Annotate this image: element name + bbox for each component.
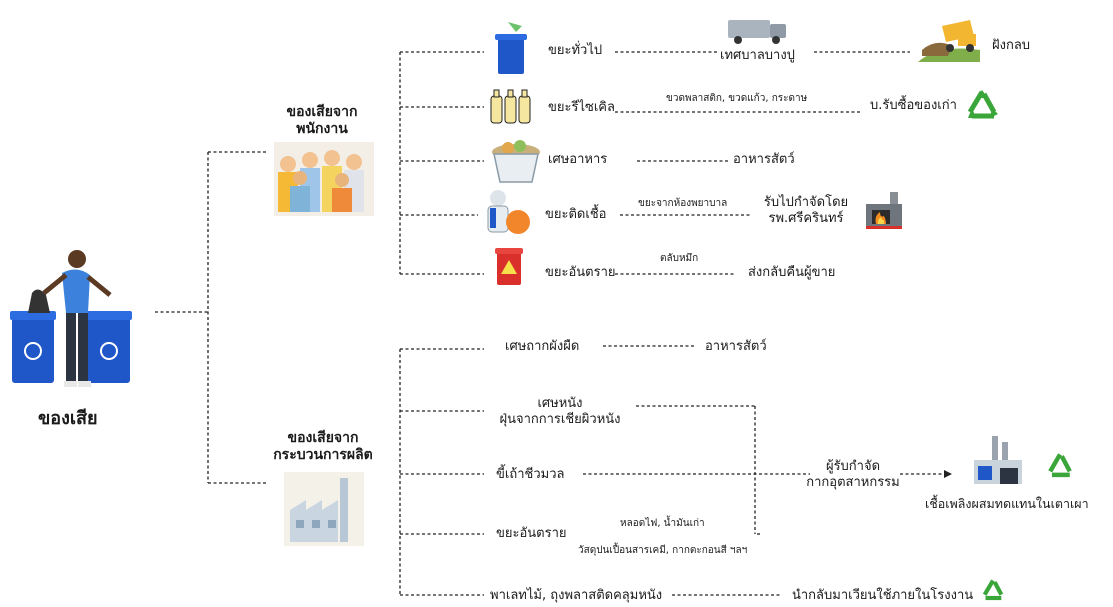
person-with-bins-illustration [10, 245, 140, 393]
recycle-icon-small [978, 578, 1008, 603]
branch-staff-label: ของเสียจาก พนักงาน [286, 104, 358, 137]
staff-item-infectious: ขยะติดเชื้อ [545, 207, 607, 222]
prod-item-biomass-ash: ขี้เถ้าชีวมวล [496, 467, 565, 482]
power-plant-icon [970, 432, 1026, 488]
prod-item-hazardous: ขยะอันตราย [496, 526, 567, 541]
hazmat-worker-icon [480, 188, 532, 238]
red-bin-icon [494, 246, 524, 286]
food-waste-bin-icon [488, 138, 544, 184]
staff-item-infectious-note: ขยะจากห้องพยาบาล [638, 198, 728, 209]
staff-item-food-dest: อาหารสัตว์ [733, 152, 795, 167]
merge-label: ผู้รับกำจัด กากอุตสาหกรรม [806, 459, 900, 490]
recycle-icon-right [1044, 451, 1076, 481]
staff-item-food: เศษอาหาร [548, 152, 608, 167]
prod-item-hazardous-note-bottom: วัสดุปนเปื้อนสารเคมี, กากตะกอนสี ฯลฯ [578, 545, 748, 556]
staff-item-hazardous: ขยะอันตราย [545, 265, 616, 280]
merge-dest: เชื้อเพลิงผสมทดแทนในเตาเผา [925, 496, 1089, 511]
landfill-truck-icon [918, 16, 980, 62]
staff-item-recycle-dest: บ.รับซื้อของเก่า [870, 98, 957, 113]
staff-item-recycle: ขยะรีไซเคิล [548, 100, 615, 115]
factory-illustration [284, 472, 364, 546]
blue-bin-icon [490, 20, 532, 76]
recycle-icon [964, 88, 1000, 124]
staff-item-infectious-dest: รับไปกำจัดโดย รพ.ศรีครินทร์ [763, 195, 849, 226]
staff-group-illustration [274, 142, 374, 216]
staff-item-recycle-note: ขวดพลาสติก, ขวดแก้ว, กระดาษ [666, 93, 808, 104]
prod-item-fascia: เศษถากผังผืด [505, 339, 580, 354]
prod-item-leather-dust: เศษหนัง ฝุ่นจากการเชียผิวหนัง [499, 396, 621, 427]
staff-item-hazardous-note: ตลับหมึก [660, 253, 699, 264]
staff-item-general-dest: ฝังกลบ [992, 38, 1031, 53]
bottles-icon [488, 88, 532, 124]
prod-item-pallets: พาเลทไม้, ถุงพลาสติดคลุมหนัง [490, 588, 663, 603]
prod-item-pallets-dest: นำกลับมาเวียนใช้ภายในโรงงาน [792, 588, 974, 603]
staff-item-general: ขยะทั่วไป [548, 43, 603, 58]
garbage-truck-icon [726, 14, 788, 44]
staff-item-hazardous-dest: ส่งกลับคืนผู้ขาย [748, 265, 836, 280]
prod-item-hazardous-note-top: หลอดไฟ, น้ำมันเก่า [620, 518, 705, 529]
root-label: ของเสีย [38, 408, 98, 429]
incinerator-icon [864, 190, 904, 230]
staff-item-general-via: เทศบาลบางปู [720, 48, 795, 63]
prod-item-fascia-dest: อาหารสัตว์ [705, 339, 767, 354]
branch-production-label: ของเสียจาก กระบวนการผลิต [273, 430, 373, 463]
